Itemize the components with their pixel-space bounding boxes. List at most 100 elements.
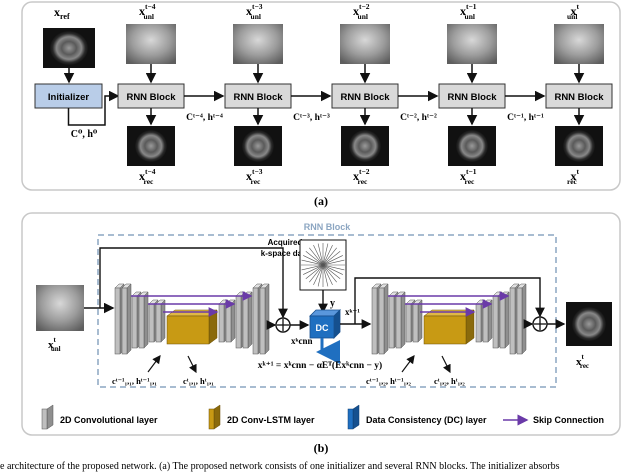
rnn-block-label-4: RNN Block <box>554 92 604 103</box>
net2-conv-side-5 <box>417 299 423 343</box>
net1-conv-1 <box>121 287 128 355</box>
legend-dc-label: Data Consistency (DC) layer <box>366 415 487 425</box>
ref-image-group: xref <box>43 5 95 84</box>
net2-conv-11 <box>516 287 523 355</box>
rnn-block-dashed-frame <box>97 234 557 388</box>
unl-image-0 <box>126 24 176 64</box>
state-in-2: cᵗ⁻¹₁,₂, hᵗ⁻¹₁,₂ <box>366 376 411 386</box>
rec-brain-1 <box>242 130 274 162</box>
net1-conv-side-5 <box>160 299 166 343</box>
net2-conv-7 <box>482 303 489 343</box>
state-out-1-arrow <box>187 355 197 374</box>
net1-conv-3 <box>138 295 145 349</box>
net2-conv-4 <box>405 303 412 343</box>
legend-skip-label: Skip Connection <box>533 415 604 425</box>
net2-conv-1 <box>378 287 385 355</box>
net2-conv-side-11 <box>521 283 527 355</box>
net1-conv-0 <box>114 287 121 355</box>
net2-conv-2 <box>388 295 395 349</box>
net1-conv-6 <box>218 303 225 343</box>
state-out-2: cᵗ₁,₂, hᵗ₁,₂ <box>434 376 465 386</box>
net1-conv-side-9 <box>247 291 253 349</box>
legend: 2D Convolutional layer 2D Conv-LSTM laye… <box>41 404 604 430</box>
net1-conv-9 <box>242 295 249 349</box>
panel-b-caption: (b) <box>314 441 329 455</box>
rnn-block-4 <box>545 83 613 109</box>
net1-conv-side-7 <box>230 299 236 343</box>
init-to-block-arrow <box>67 90 120 126</box>
net2-conv-6 <box>475 303 482 343</box>
net1-lstm <box>166 315 210 345</box>
net1-conv-5 <box>155 303 162 343</box>
net1-lstm-top <box>166 309 218 317</box>
kspace-label-1: Acquired <box>268 238 303 247</box>
kspace-label-2: k-space data <box>261 249 310 258</box>
state-in-2-arrow <box>401 355 415 373</box>
net2-conv-8 <box>492 295 499 349</box>
net2-conv-9 <box>499 295 506 349</box>
net1-conv-2 <box>131 295 138 349</box>
net1-conv-10 <box>252 287 259 355</box>
net2-conv-side-9 <box>504 291 510 349</box>
xk1-label: xᵏ⁺¹ <box>345 307 360 317</box>
unl-image-4 <box>554 24 604 64</box>
net1-conv-side-3 <box>143 291 149 349</box>
input-skip-line <box>99 247 288 319</box>
kspace-radial-lines <box>301 243 345 287</box>
dc-label: DC <box>316 323 329 333</box>
unl-image-3 <box>447 24 497 64</box>
state-label-0: Cᵗ⁻⁴, hᵗ⁻⁴ <box>186 113 223 123</box>
net2-lstm <box>423 315 467 345</box>
net2-lstm-side <box>465 309 475 345</box>
legend-conv-swatch <box>41 404 54 430</box>
output-brain <box>572 307 606 341</box>
footer-caption: e architecture of the proposed network. … <box>0 461 560 472</box>
net1-lstm-side <box>208 309 218 345</box>
ref-brain <box>50 31 88 65</box>
rec-brain-4 <box>563 130 595 162</box>
input-image <box>36 285 84 331</box>
legend-dc-swatch <box>347 404 360 430</box>
net1-conv-4 <box>148 303 155 343</box>
legend-convlstm-swatch <box>208 404 221 430</box>
net1-conv-side-11 <box>264 283 270 355</box>
rnn-block-label-1: RNN Block <box>233 92 283 103</box>
rec-brain-2 <box>349 130 381 162</box>
net2-conv-3 <box>395 295 402 349</box>
y-label: y <box>330 298 335 309</box>
init-state-label: C⁰, h⁰ <box>71 129 98 140</box>
unl-image-2 <box>340 24 390 64</box>
rnn-block-label-3: RNN Block <box>447 92 497 103</box>
kspace-ray-13 <box>301 259 345 271</box>
net2-lstm-top <box>423 309 475 317</box>
net2-conv-side-1 <box>383 283 389 355</box>
rnn-block-title: RNN Block <box>304 222 352 232</box>
state-in-1-arrow <box>147 355 161 373</box>
dc-layer: DC <box>309 309 341 339</box>
net2-conv-5 <box>412 303 419 343</box>
net2-conv-side-3 <box>400 291 406 349</box>
net1-conv-7 <box>225 303 232 343</box>
xcnn-label: xᵏcnn <box>291 336 313 346</box>
state-label-1: Cᵗ⁻³, hᵗ⁻³ <box>293 113 330 123</box>
net1-conv-8 <box>235 295 242 349</box>
ref-label: xref <box>54 5 70 21</box>
state-out-1: cᵗ₁,₁, hᵗ₁,₁ <box>183 376 214 386</box>
initializer-label: Initializer <box>48 92 89 103</box>
legend-conv-label: 2D Convolutional layer <box>60 415 158 425</box>
unet-1 <box>114 283 270 355</box>
rnn-block-2 <box>331 83 399 109</box>
rec-brain-3 <box>456 130 488 162</box>
